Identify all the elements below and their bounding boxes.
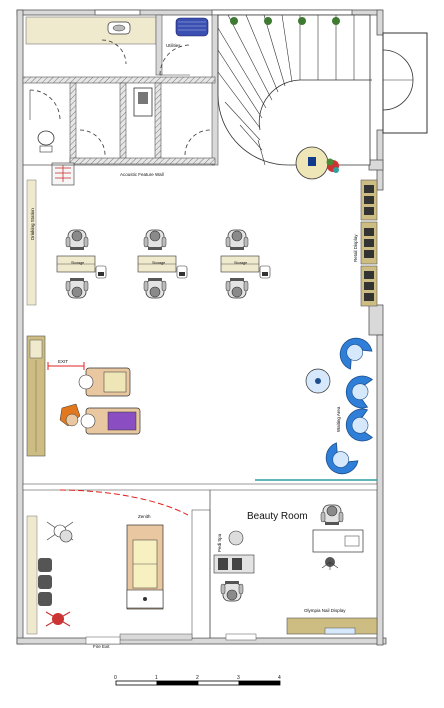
olympia-label: Olympia Nail Display [304,608,346,613]
utilities-label: Utilities [166,43,181,48]
waiting-area [255,331,377,481]
scale-tick-4: 4 [278,675,281,681]
treatment-bed [126,524,164,610]
retail-display-right [360,179,378,307]
storage-label-3: Storage [234,261,247,265]
scale-tick-2: 2 [196,675,199,681]
fire-exit-label: Fire Exit [93,644,110,649]
storage-label-2: Storage [152,261,165,265]
fire-exit-door [85,636,121,645]
wash-units [59,367,141,435]
drinking-station-label: Drinking Station [30,208,35,240]
scale-tick-0: 0 [114,675,117,681]
zenith-label: Zenith [138,514,151,519]
exit-red-label: EXIT [58,359,68,364]
entrance-door [382,32,428,134]
scale-tick-3: 3 [237,675,240,681]
beauty-desk [312,504,364,570]
styling-stations: Storage Storage Storage [56,229,271,299]
scale-tick-1: 1 [155,675,158,681]
utility-block: Utilities [22,14,219,186]
reception-desk [295,146,339,180]
olympia-nail-display [286,617,378,635]
staircase [217,14,372,166]
nail-room [26,515,74,635]
acoustic-wall-label: Acoustic Feature Wall [120,172,164,177]
pedi-spa [213,530,255,602]
exit-red-marker [47,362,85,370]
storage-label-1: Storage [71,261,84,265]
pedi-spa-label: Pedi Spa [217,533,222,552]
wash-cabinet [26,335,46,457]
waiting-area-label: Waiting Area [336,406,341,432]
left-wall-strip [26,179,37,306]
retail-display-label: Retail Display [353,234,358,262]
scale-bar: 0 1 2 3 4 [114,675,281,686]
beauty-room-label: Beauty Room [247,511,308,522]
lower-partitions [22,483,378,641]
